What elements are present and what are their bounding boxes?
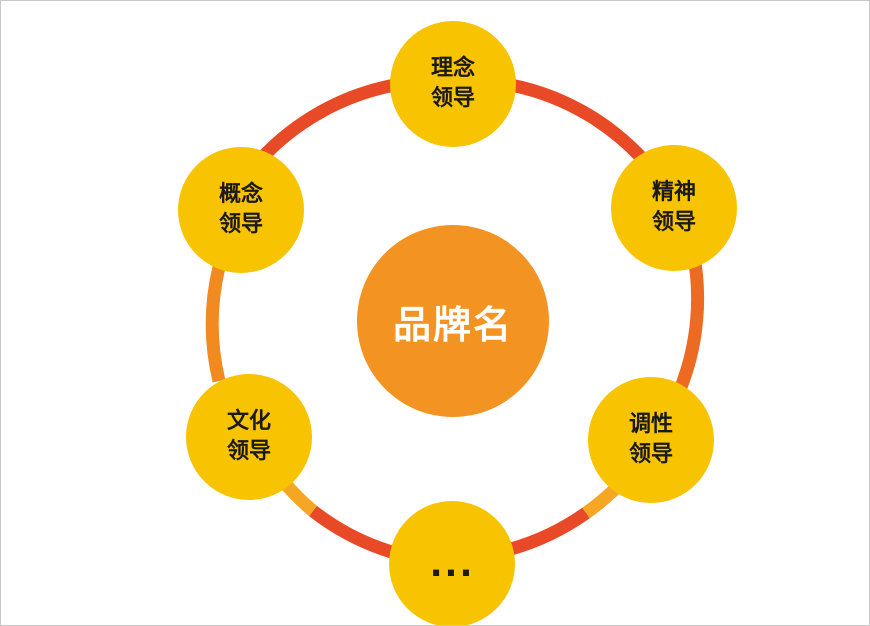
ring-arc-top-right [509, 78, 659, 176]
node-concept-philosophy: 理念 领导 [390, 21, 516, 147]
more-ellipsis: ... [429, 545, 475, 585]
node-tone: 调性 领导 [588, 377, 714, 503]
node-label-line2: 领导 [430, 86, 475, 111]
ring-arc-top-left [254, 78, 397, 166]
node-label-line2: 领导 [628, 442, 673, 467]
node-spirit: 精神 领导 [611, 145, 737, 271]
ring-arc-bottom-left-a [309, 505, 397, 560]
ring-arc-bottom-right-b [509, 507, 590, 556]
ring-arc-bottom-right-a [582, 484, 620, 519]
node-label-line1: 概念 [218, 182, 263, 207]
center-brand-label: 品牌名 [392, 302, 513, 347]
node-concept: 概念 领导 [178, 147, 304, 273]
node-label-line2: 领导 [218, 212, 263, 237]
node-culture: 文化 领导 [186, 374, 312, 500]
ring-arc-left [205, 265, 226, 383]
node-label-line2: 领导 [226, 439, 271, 464]
node-label-line1: 文化 [226, 409, 271, 434]
node-more: ... [389, 501, 515, 625]
node-label-line1: 调性 [628, 412, 673, 437]
ring-arc-right [674, 249, 705, 390]
node-label-line1: 理念 [430, 56, 475, 81]
node-label-line1: 精神 [651, 180, 696, 205]
node-label-line2: 领导 [651, 210, 696, 235]
center-brand-circle: 品牌名 [357, 225, 549, 417]
